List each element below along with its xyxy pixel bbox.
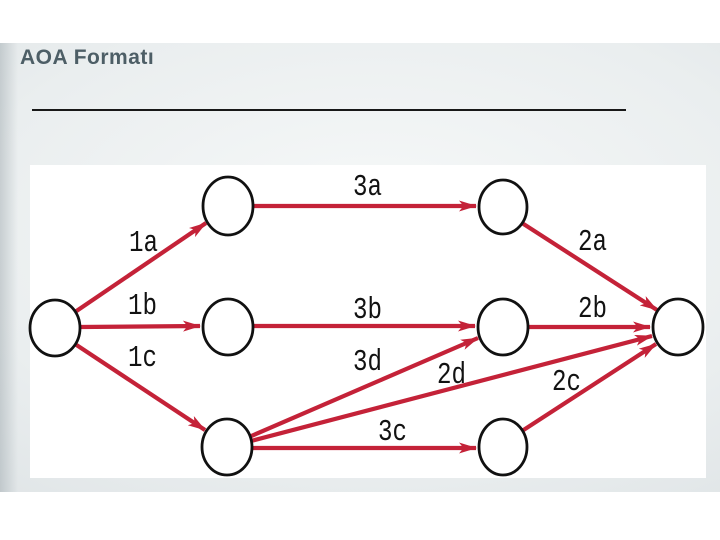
edge-label-group: 1a 1b 1c 3a 3b 3c 3d 2a 2b 2c 2d xyxy=(128,170,607,450)
edge-label-2d: 2d xyxy=(437,358,466,393)
title-underline xyxy=(32,109,626,111)
edge-label-1b: 1b xyxy=(128,289,157,324)
diagram-canvas xyxy=(30,165,706,478)
edge-label-3a: 3a xyxy=(353,170,382,205)
edge-1c xyxy=(73,342,207,432)
edge-2d xyxy=(250,333,653,444)
slide-title: AOA Formatı xyxy=(20,46,155,69)
node-mid-left xyxy=(201,297,255,357)
node-top-right xyxy=(477,178,529,236)
edge-label-2c: 2c xyxy=(552,365,581,400)
edge-group xyxy=(73,200,659,454)
edge-label-3b: 3b xyxy=(353,293,382,328)
node-bottom-left xyxy=(200,417,254,477)
edge-label-2a: 2a xyxy=(578,225,607,260)
edge-label-1c: 1c xyxy=(128,341,157,376)
node-start xyxy=(28,298,82,358)
node-group xyxy=(28,175,705,477)
edge-label-1a: 1a xyxy=(129,226,158,261)
edge-1b xyxy=(79,320,201,332)
edge-2c xyxy=(520,342,658,433)
edge-label-2b: 2b xyxy=(578,292,607,327)
node-top-left xyxy=(201,175,255,237)
node-mid-right xyxy=(476,297,530,357)
edge-label-3d: 3d xyxy=(353,345,382,380)
node-end xyxy=(651,297,705,357)
edge-3d xyxy=(248,336,479,439)
node-bottom-right xyxy=(477,417,529,477)
edge-2a xyxy=(520,221,659,312)
edge-1a xyxy=(73,221,208,314)
edge-label-3c: 3c xyxy=(378,415,407,450)
